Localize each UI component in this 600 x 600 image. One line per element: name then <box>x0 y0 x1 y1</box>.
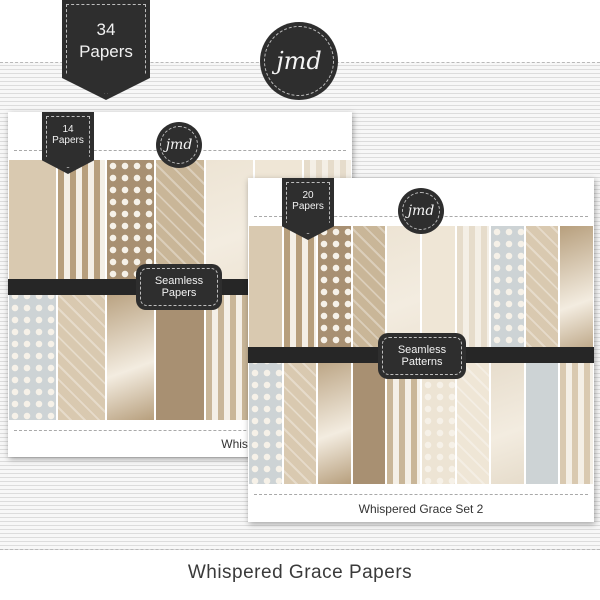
set-2-label-plaque: Seamless Patterns <box>378 333 466 379</box>
paper-swatch <box>283 355 317 484</box>
paper-swatch <box>249 355 282 484</box>
set-1-label-line-1: Seamless <box>154 275 204 287</box>
paper-swatch <box>205 290 253 420</box>
product-title: Whispered Grace Papers <box>187 562 413 583</box>
paper-swatch <box>156 290 204 420</box>
paper-swatch <box>491 226 524 355</box>
paper-swatch <box>318 226 351 355</box>
set-1-label-line-2: Papers <box>161 287 197 299</box>
paper-swatch <box>352 355 386 484</box>
set-1-count-badge: 14 Papers <box>42 112 94 174</box>
paper-swatch <box>491 355 524 484</box>
paper-swatch <box>318 355 351 484</box>
set-2-label-line-1: Seamless <box>397 344 447 356</box>
set-2-title: Whispered Grace Set 2 <box>358 502 484 516</box>
paper-swatch <box>456 226 490 355</box>
set-2-count-label: Papers <box>292 201 324 212</box>
set-2-count-badge: 20 Papers <box>282 178 334 240</box>
paper-row <box>248 226 594 355</box>
set-2-count: 20 <box>302 190 314 201</box>
badge-label: Papers <box>79 42 133 61</box>
badge-count: 34 <box>96 20 116 39</box>
paper-swatch <box>560 226 593 355</box>
brand-logo-text: jmd <box>276 47 322 75</box>
paper-count-badge: 34 Papers <box>62 0 150 100</box>
set-1-count-label: Papers <box>52 135 84 146</box>
set-1-count: 14 <box>62 124 74 135</box>
paper-swatch <box>9 160 57 290</box>
paper-swatch <box>58 160 106 290</box>
set-2-label-line-2: Patterns <box>401 356 443 368</box>
set-2-logo: jmd <box>398 188 444 234</box>
paper-swatch <box>58 290 106 420</box>
paper-swatch <box>283 226 317 355</box>
paper-swatch <box>352 226 386 355</box>
set-2-card: Whispered Grace Set 2 20 Papers jmd Seam… <box>248 178 594 522</box>
set-1-label-plaque: Seamless Papers <box>136 264 222 310</box>
paper-swatch <box>525 355 559 484</box>
set-1-logo: jmd <box>156 122 202 168</box>
paper-swatch <box>249 226 282 355</box>
brand-logo: jmd <box>260 22 338 100</box>
paper-swatch <box>107 290 155 420</box>
paper-swatch <box>525 226 559 355</box>
paper-swatch <box>9 290 57 420</box>
paper-swatch <box>560 355 593 484</box>
bottom-dashed-border <box>0 549 600 550</box>
